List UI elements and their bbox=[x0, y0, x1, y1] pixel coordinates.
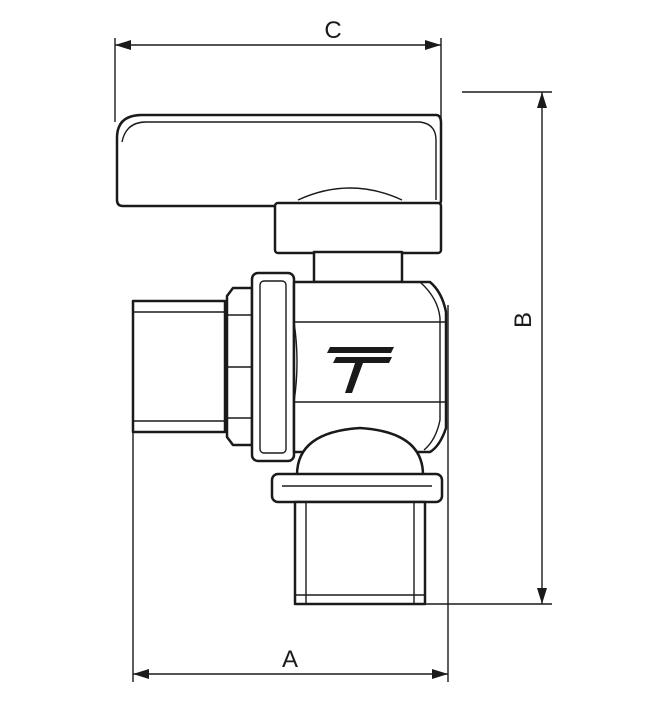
valve-body-outline bbox=[292, 280, 448, 454]
dimension-c-arrow-left bbox=[115, 40, 131, 50]
flange-ring bbox=[250, 271, 296, 463]
left-threaded-connector bbox=[131, 299, 227, 434]
brand-logo-icon bbox=[327, 347, 394, 393]
handle-lever bbox=[115, 113, 443, 208]
lower-neck-dome bbox=[295, 426, 425, 477]
dimension-c-arrow-right bbox=[425, 40, 441, 50]
valve-body bbox=[292, 280, 448, 454]
dimension-a-arrow-right bbox=[432, 669, 448, 679]
dimension-b-arrow-top bbox=[537, 92, 547, 108]
handle-hub bbox=[273, 201, 443, 255]
handle-highlight-top bbox=[121, 121, 420, 143]
valve-stem bbox=[312, 250, 404, 284]
dimension-c-label: C bbox=[324, 17, 341, 44]
valve-body-right-contour bbox=[419, 281, 441, 451]
lower-collar bbox=[270, 426, 444, 504]
dimension-b-arrow-bottom bbox=[537, 588, 547, 604]
valve-handle bbox=[115, 113, 443, 255]
dimension-a-label: A bbox=[282, 646, 298, 673]
hex-nut bbox=[225, 286, 254, 447]
dimension-b-label: B bbox=[510, 312, 537, 328]
valve-body-side-curve bbox=[293, 321, 298, 403]
dimension-a-arrow-left bbox=[133, 669, 149, 679]
left-thread-pipe bbox=[131, 299, 227, 434]
lower-collar-ring bbox=[270, 472, 444, 504]
flange-ring-inner bbox=[259, 280, 287, 454]
handle-highlight-right bbox=[419, 121, 437, 200]
bottom-threaded-connector bbox=[293, 500, 427, 606]
handle-hub-curve bbox=[297, 187, 403, 201]
bottom-thread-pipe bbox=[293, 500, 427, 606]
dimension-c: C bbox=[114, 17, 442, 122]
dimension-a: A bbox=[132, 305, 449, 682]
dimension-b: B bbox=[425, 91, 552, 605]
flange-ring-outer bbox=[250, 271, 296, 463]
